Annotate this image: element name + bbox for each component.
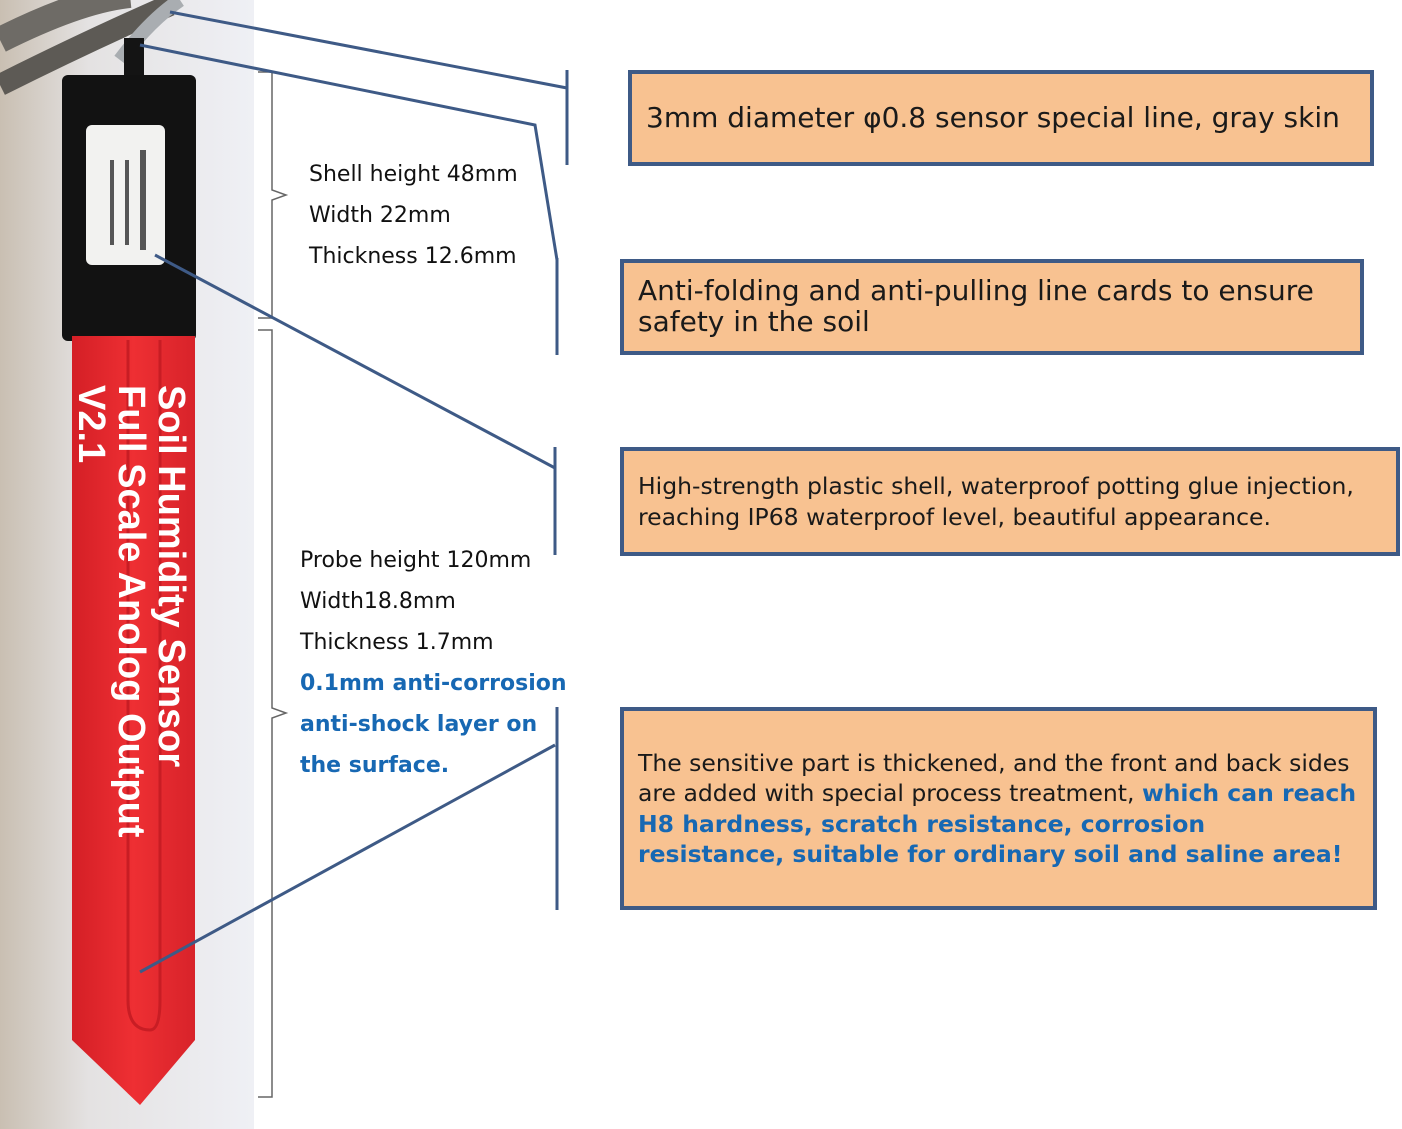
probe-specs: Probe height 120mm Width18.8mm Thickness… [300, 540, 567, 786]
cable-gland [124, 38, 144, 78]
coating-line2: anti-shock layer on [300, 712, 538, 737]
probe-print-line1: Soil Humidity Sensor [150, 385, 192, 768]
callout-lines [139, 10, 569, 974]
probe-print-line2: Full Scale Anolog Output [110, 385, 152, 838]
probe-width: Width18.8mm [300, 589, 456, 614]
callout-sensitive-plain: The sensitive part is thickened, and the… [638, 749, 1350, 808]
callout-shell-text: High-strength plastic shell, waterproof … [638, 472, 1354, 531]
callout-line-card: Anti-folding and anti-pulling line cards… [620, 259, 1364, 355]
callout-sensitive-highlight: which can reach H8 hardness, scratch res… [638, 779, 1357, 868]
probe-thickness: Thickness 1.7mm [300, 630, 494, 655]
callout-line-card-text: Anti-folding and anti-pulling line cards… [638, 274, 1314, 338]
shell-specs: Shell height 48mm Width 22mm Thickness 1… [309, 154, 518, 277]
probe-height: Probe height 120mm [300, 548, 532, 573]
shell-width: Width 22mm [309, 203, 451, 228]
dimension-brackets [258, 71, 289, 1098]
coating-line1: 0.1mm anti-corrosion [300, 671, 567, 696]
sensor-probe [72, 336, 195, 1105]
callout-cable-text: 3mm diameter φ0.8 sensor special line, g… [646, 100, 1340, 134]
callout-shell: High-strength plastic shell, waterproof … [620, 447, 1400, 556]
probe-print-line3: V2.1 [70, 385, 112, 464]
coating-line3: the surface. [300, 753, 450, 778]
cable-coil [0, 0, 132, 52]
callout-cable: 3mm diameter φ0.8 sensor special line, g… [628, 70, 1374, 166]
shell-thickness: Thickness 12.6mm [309, 244, 517, 269]
shell-height: Shell height 48mm [309, 162, 518, 187]
callout-sensitive-part: The sensitive part is thickened, and the… [620, 707, 1377, 910]
